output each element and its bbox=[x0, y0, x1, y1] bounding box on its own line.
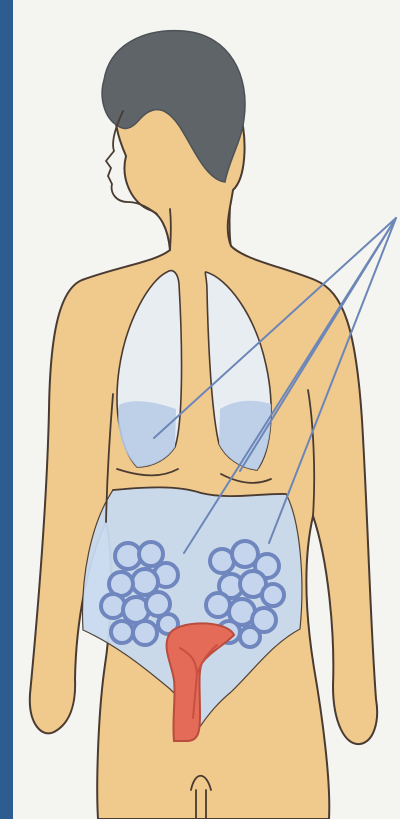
female-anatomy-diagram bbox=[0, 0, 400, 819]
anatomy-diagram-frame bbox=[0, 0, 400, 819]
